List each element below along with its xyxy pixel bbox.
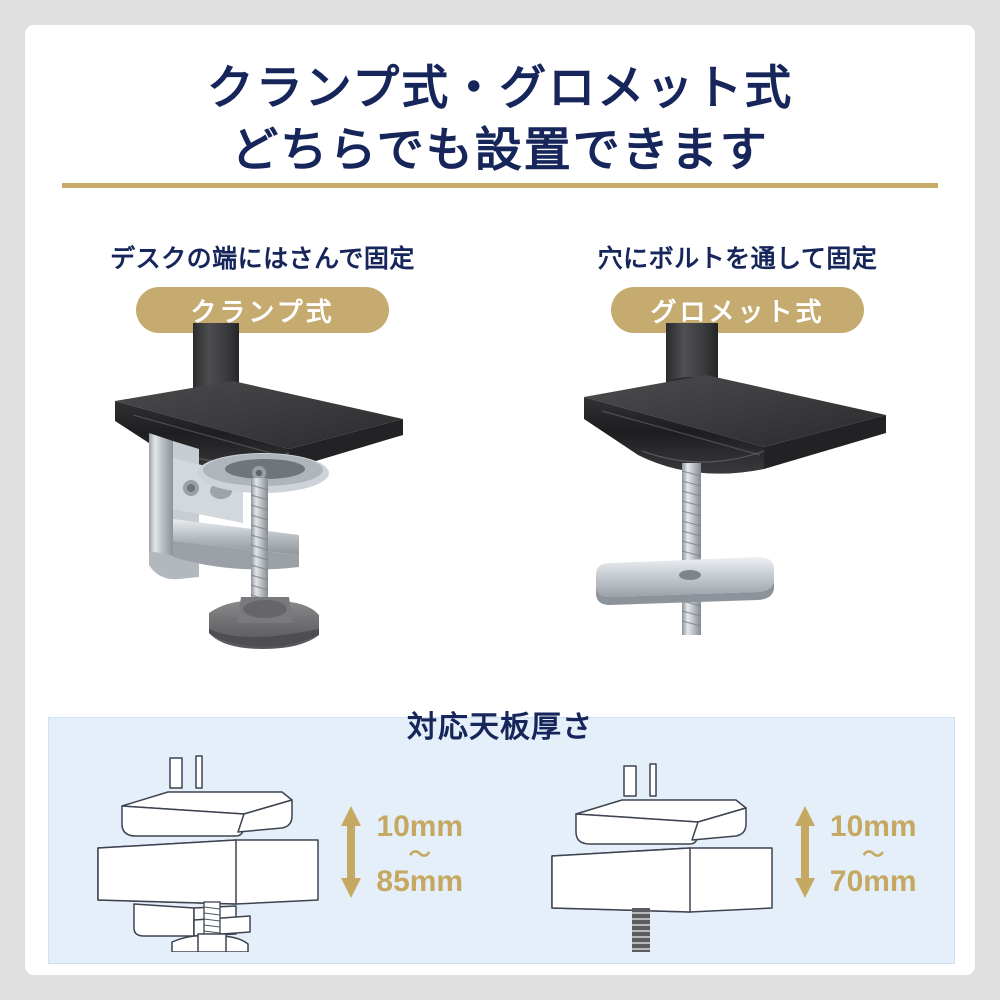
page-title: クランプ式・グロメット式 どちらでも設置できます: [25, 57, 975, 181]
grommet-thickness-diagram: [540, 752, 790, 957]
grommet-thickness-max: 70mm: [829, 864, 917, 898]
method-grommet: 穴にボルトを通して固定 グロメット式: [500, 215, 975, 695]
spec-item-clamp: 10mm ～ 85mm: [48, 747, 502, 962]
mounting-methods: デスクの端にはさんで固定 クランプ式: [25, 215, 975, 695]
clamp-thickness-min: 10mm: [376, 810, 464, 844]
clamp-thickness-arrow: [336, 792, 366, 917]
clamp-thickness-max: 85mm: [376, 864, 464, 898]
title-line-2: どちらでも設置できます: [231, 123, 769, 177]
grommet-thickness-arrow: [790, 792, 820, 917]
gold-divider: [62, 183, 938, 188]
clamp-thickness-tilde: ～: [408, 841, 431, 867]
spec-item-grommet: 10mm ～ 70mm: [502, 747, 956, 962]
grommet-thickness-min: 10mm: [829, 810, 917, 844]
grommet-mount-photo: [500, 323, 975, 673]
clamp-thickness-diagram: [86, 752, 336, 957]
thickness-spec-columns: 10mm ～ 85mm: [48, 747, 955, 962]
clamp-mount-photo: [25, 323, 500, 673]
method-clamp-caption: デスクの端にはさんで固定: [110, 245, 415, 273]
grommet-thickness-tilde: ～: [862, 841, 885, 867]
method-grommet-badge: グロメット式: [611, 287, 864, 333]
method-clamp: デスクの端にはさんで固定 クランプ式: [25, 215, 500, 695]
grommet-thickness-range: 10mm ～ 70mm: [829, 810, 917, 898]
title-line-1: クランプ式・グロメット式: [206, 61, 794, 114]
clamp-thickness-range: 10mm ～ 85mm: [376, 810, 464, 898]
infographic-card: クランプ式・グロメット式 どちらでも設置できます デスクの端にはさんで固定 クラ…: [25, 25, 975, 975]
method-clamp-badge: クランプ式: [136, 287, 389, 333]
spec-panel-title: 対応天板厚さ: [407, 711, 593, 744]
method-grommet-caption: 穴にボルトを通して固定: [597, 245, 878, 273]
